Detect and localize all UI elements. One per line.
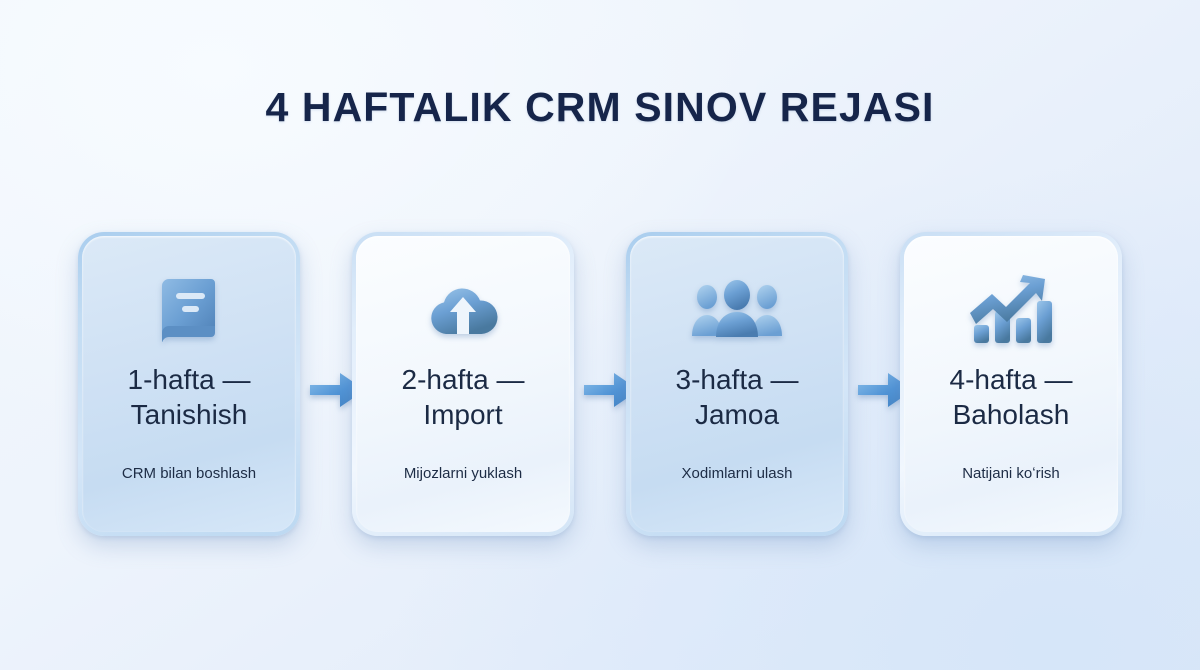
- arrow-step-2-to-3: [584, 370, 640, 410]
- step-card-1[interactable]: 1-hafta — Tanishish CRM bilan boshlash: [78, 232, 300, 536]
- people-group-icon: [691, 270, 783, 348]
- page-title: 4 HAFTALIK CRM SINOV REJASI: [265, 84, 935, 130]
- cloud-upload-icon: [426, 270, 500, 348]
- arrow-step-1-to-2: [310, 370, 366, 410]
- step-card-2-subtitle: Mijozlarni yuklash: [403, 465, 523, 482]
- step-card-1-title: 1-hafta — Tanishish: [127, 364, 251, 430]
- step-card-3-title: 3-hafta — Jamoa: [675, 364, 799, 430]
- step-card-1-subtitle: CRM bilan boshlash: [121, 465, 257, 482]
- step-card-2[interactable]: 2-hafta — Import Mijozlarni yuklash: [352, 232, 574, 536]
- step-card-1-body: 1-hafta — Tanishish CRM bilan boshlash: [82, 236, 296, 532]
- step-card-4-subtitle: Natijani koʻrish: [962, 465, 1060, 482]
- step-card-2-title: 2-hafta — Import: [401, 364, 525, 430]
- step-card-3-body: 3-hafta — Jamoa Xodimlarni ulash: [630, 236, 844, 532]
- arrow-step-3-to-4: [858, 370, 914, 410]
- step-card-4[interactable]: 4-hafta — Baholash Natijani koʻrish: [900, 232, 1122, 536]
- growth-chart-icon: [968, 270, 1054, 348]
- step-card-4-title: 4-hafta — Baholash: [949, 364, 1073, 430]
- step-card-3[interactable]: 3-hafta — Jamoa Xodimlarni ulash: [626, 232, 848, 536]
- step-card-2-body: 2-hafta — Import Mijozlarni yuklash: [356, 236, 570, 532]
- step-card-4-body: 4-hafta — Baholash Natijani koʻrish: [904, 236, 1118, 532]
- book-icon: [159, 270, 219, 348]
- step-card-3-subtitle: Xodimlarni ulash: [681, 465, 793, 482]
- process-flow: 1-hafta — Tanishish CRM bilan boshlash: [78, 232, 1122, 536]
